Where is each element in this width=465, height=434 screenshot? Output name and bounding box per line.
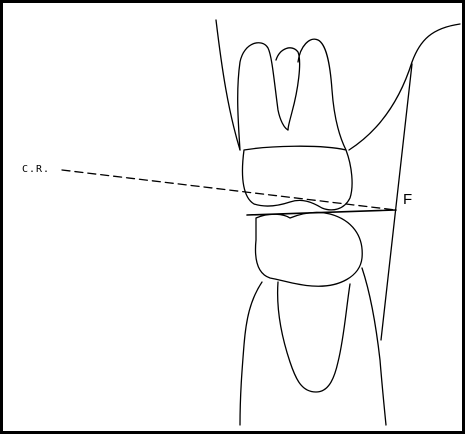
lower-tooth-root (278, 282, 350, 392)
lower-tooth-crown (256, 212, 363, 286)
occlusal-contact-line (247, 210, 396, 215)
central-ray-dashed-line (62, 170, 396, 210)
upper-tooth-crown (242, 146, 352, 210)
lower-jaw-left (240, 282, 262, 425)
upper-tooth-root-left (238, 43, 288, 150)
upper-tooth-root-right (298, 39, 346, 150)
central-ray-label: C.R. (22, 164, 50, 175)
f-label: F (403, 191, 412, 208)
upper-gingiva-left (216, 20, 240, 150)
lower-jaw-right (362, 268, 386, 425)
